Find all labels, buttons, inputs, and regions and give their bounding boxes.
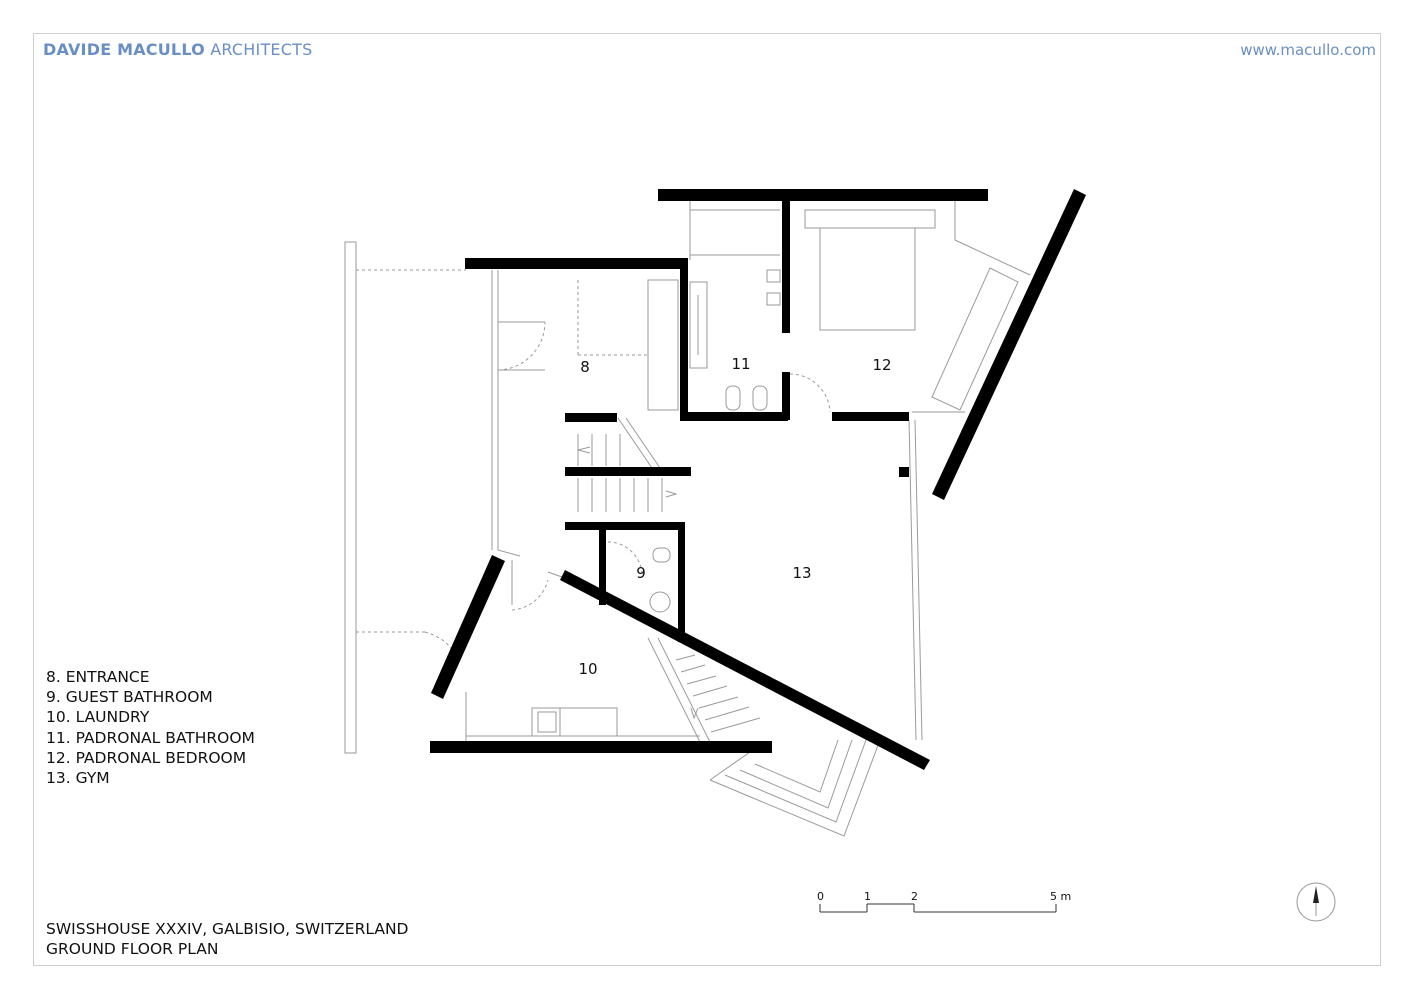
room-9-label: 9	[636, 564, 646, 582]
stairs-south	[647, 637, 761, 743]
drawing-caption: SWISSHOUSE XXXIV, GALBISIO, SWITZERLAND …	[46, 919, 409, 959]
north-arrow-icon	[1296, 882, 1336, 922]
scale-tick-1: 1	[864, 890, 871, 903]
brand-suffix: ARCHITECTS	[210, 40, 313, 59]
legend-item: 12. PADRONAL BEDROOM	[46, 748, 247, 767]
thin-outlines	[344, 200, 1031, 837]
brand-name: DAVIDE MACULLO	[43, 40, 205, 59]
legend-item: 10. LAUNDRY	[46, 708, 150, 727]
brand-title: DAVIDE MACULLO ARCHITECTS	[43, 40, 312, 59]
stairs-north	[577, 417, 678, 512]
walls	[430, 189, 1086, 770]
scale-tick-2: 2	[911, 890, 918, 903]
room-labels: 8 9 10 11 12 13	[578, 355, 891, 678]
room-12-label: 12	[872, 356, 891, 374]
scale-bar: 0 1 2 5 m	[817, 890, 1071, 913]
scale-tick-0: 0	[817, 890, 824, 903]
drawing-frame	[33, 33, 1381, 966]
room-legend: 8. ENTRANCE 9. GUEST BATHROOM 10. LAUNDR…	[46, 667, 255, 788]
room-13-label: 13	[792, 564, 811, 582]
scale-tick-5: 5 m	[1050, 890, 1071, 903]
outdoor-steps	[709, 739, 881, 837]
legend-item: 9. GUEST BATHROOM	[46, 688, 213, 707]
room-10-label: 10	[578, 660, 597, 678]
room-8-label: 8	[580, 358, 590, 376]
legend-item: 13. GYM	[46, 769, 110, 788]
room-11-label: 11	[731, 355, 750, 373]
legend-item: 11. PADRONAL BATHROOM	[46, 728, 255, 747]
project-name: SWISSHOUSE XXXIV, GALBISIO, SWITZERLAND	[46, 920, 409, 938]
legend-item: 8. ENTRANCE	[46, 668, 150, 686]
website-url[interactable]: www.macullo.com	[1240, 41, 1376, 59]
drawing-title: GROUND FLOOR PLAN	[46, 940, 219, 959]
